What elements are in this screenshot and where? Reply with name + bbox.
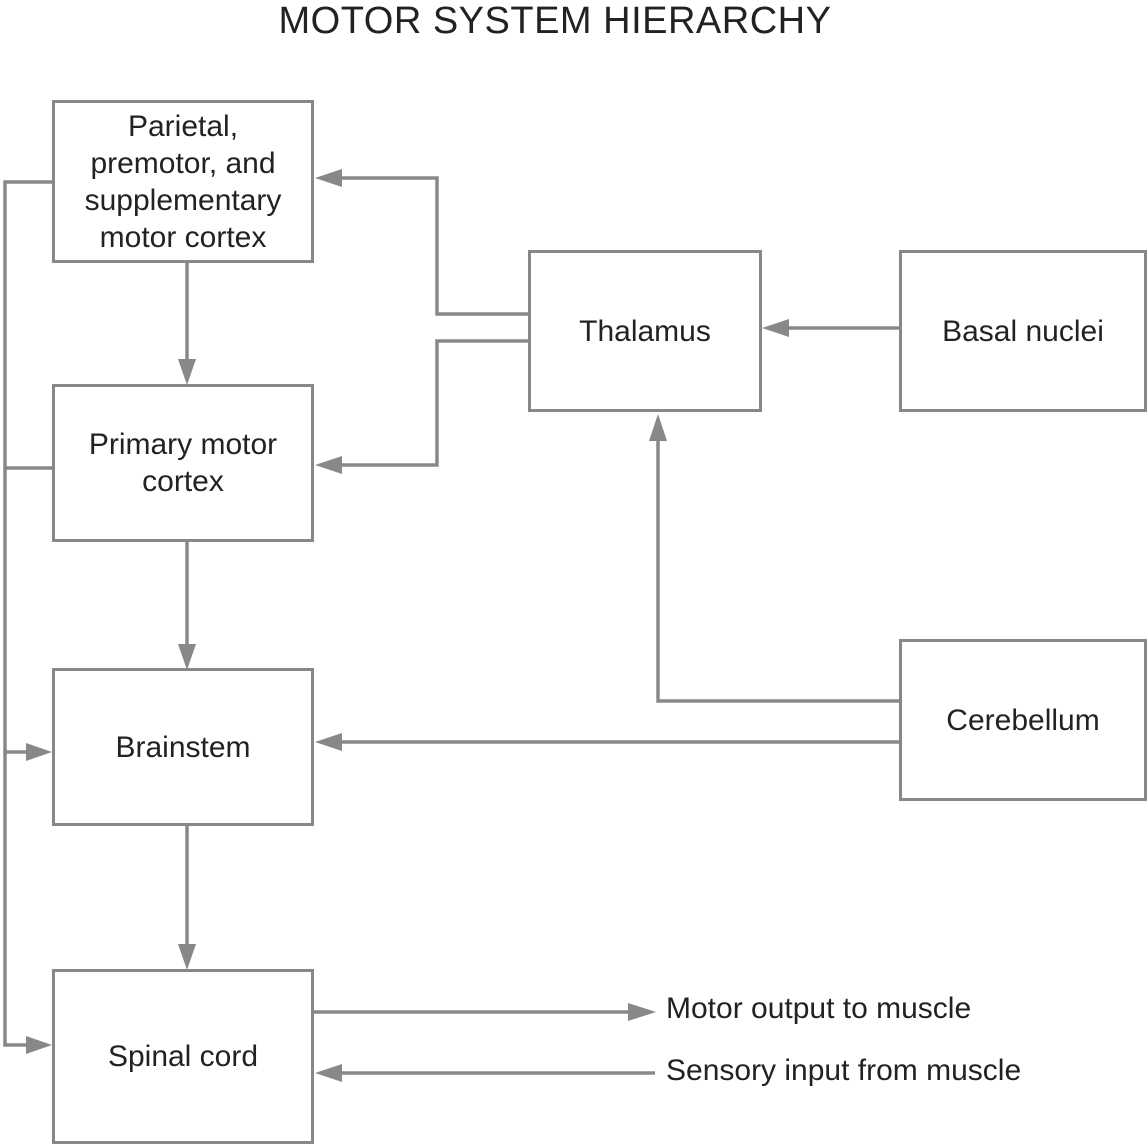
node-thalamus: Thalamus (528, 250, 762, 412)
edge-cerebellum-thalamus (656, 440, 900, 703)
arrowhead-brainstem-from-cerebellum (315, 733, 342, 751)
node-thalamus-label: Thalamus (579, 314, 711, 348)
node-spinal-cord: Spinal cord (52, 969, 314, 1144)
node-cerebellum-label: Cerebellum (946, 703, 1100, 737)
node-parietal: Parietal, premotor, and supplementary mo… (52, 100, 314, 263)
arrowhead-motor-output (628, 1003, 656, 1021)
arrowhead-thalamus-from-cerebellum (649, 414, 667, 441)
edge-left-bus (3, 180, 54, 1047)
arrowhead-primary-in (178, 359, 196, 385)
node-primary-motor-cortex: Primary motor cortex (52, 384, 314, 542)
sensory-input-label: Sensory input from muscle (666, 1054, 1022, 1087)
arrowhead-primary-from-thalamus (315, 456, 342, 474)
node-cerebellum: Cerebellum (899, 639, 1147, 801)
node-basal-nuclei: Basal nuclei (899, 250, 1147, 412)
motor-output-label: Motor output to muscle (666, 992, 972, 1025)
node-primary-label: Primary motor cortex (88, 428, 278, 498)
arrowhead-brainstem-from-bus (26, 743, 52, 761)
node-parietal-label: Parietal, premotor, and supplementary mo… (84, 109, 282, 254)
node-basal-label: Basal nuclei (942, 314, 1104, 348)
arrowhead-spinal-from-bus (26, 1036, 52, 1054)
diagram-title: MOTOR SYSTEM HIERARCHY (278, 0, 832, 42)
node-spinal-label: Spinal cord (107, 1040, 259, 1073)
edge-thalamus-parietal (340, 176, 530, 316)
arrowhead-thalamus-from-basal (762, 319, 789, 337)
arrowhead-spinal-in (178, 944, 196, 970)
arrowhead-spinal-from-sensory (315, 1064, 342, 1082)
arrowhead-parietal-from-thalamus (315, 169, 342, 187)
arrowhead-brainstem-in (178, 644, 196, 670)
edge-thalamus-primary (340, 339, 530, 467)
node-brainstem-label: Brainstem (115, 730, 251, 764)
node-brainstem: Brainstem (52, 668, 314, 826)
